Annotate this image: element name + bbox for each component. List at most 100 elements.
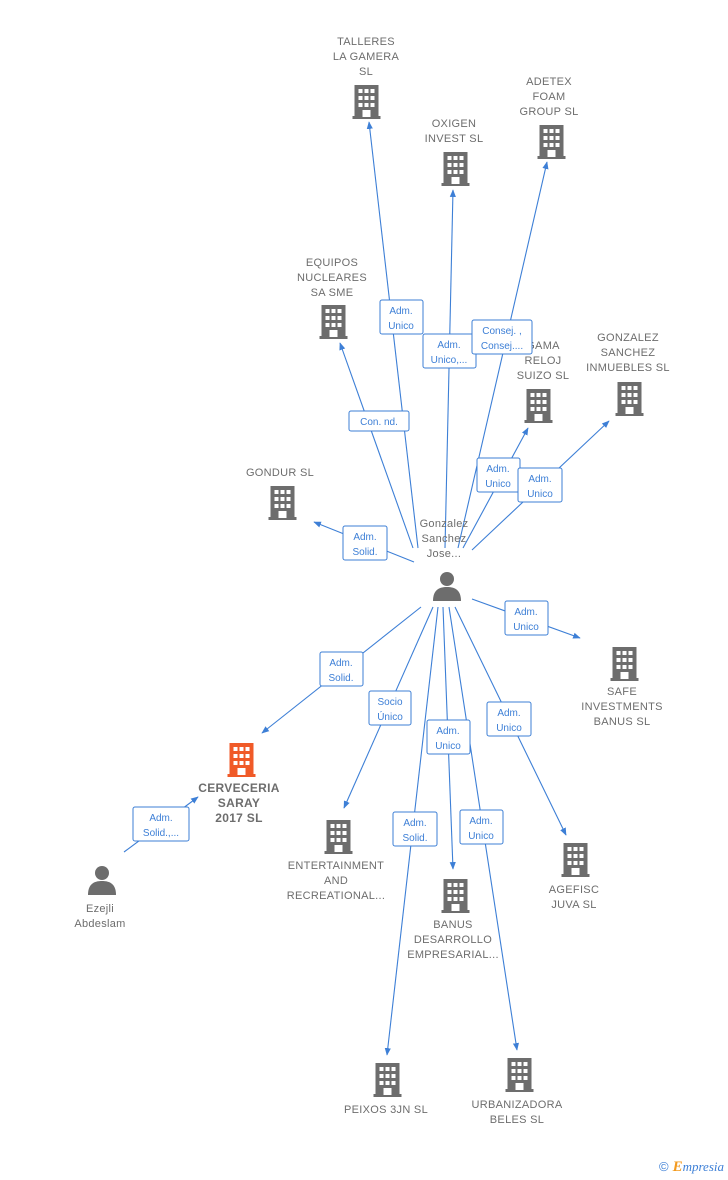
node-label-line: Jose... bbox=[427, 548, 462, 560]
company-node-safe[interactable]: SAFE INVESTMENTS BANUS SL bbox=[581, 647, 663, 728]
node-label-line: EQUIPOS bbox=[306, 257, 358, 269]
node-label-line: INMUEBLES SL bbox=[586, 362, 670, 374]
person-node-ezejli[interactable]: Ezejli Abdeslam bbox=[74, 866, 125, 930]
brand-logo-text: mpresia bbox=[682, 1159, 724, 1174]
node-label-line: RECREATIONAL... bbox=[287, 890, 385, 902]
edge-label-banus[interactable]: Adm. Unico bbox=[426, 719, 471, 755]
edge-label-line: Solid. bbox=[352, 547, 377, 558]
edge-label-entertainment[interactable]: Socio Único bbox=[368, 690, 412, 726]
node-label-line: SL bbox=[359, 66, 373, 78]
edge-label-gama[interactable]: Adm. Unico bbox=[476, 457, 521, 493]
node-label-line: INVEST SL bbox=[425, 133, 484, 145]
edge-label-gonzalez[interactable]: Adm. Unico bbox=[517, 467, 563, 503]
node-label-line: AGEFISC bbox=[549, 884, 599, 896]
node-label-line: ADETEX bbox=[526, 76, 572, 88]
node-label-line: SARAY bbox=[218, 796, 260, 810]
brand-logo-initial: E bbox=[672, 1159, 683, 1175]
node-label-line: Ezejli bbox=[86, 903, 114, 915]
edge-line-oxigen bbox=[444, 189, 456, 549]
edge-label-line: Adm. bbox=[486, 464, 509, 475]
company-node-agefisc[interactable]: AGEFISC JUVA SL bbox=[549, 843, 599, 911]
edge-label-line: Adm. bbox=[149, 813, 172, 824]
node-label-line: GAMA bbox=[526, 340, 560, 352]
building-icon bbox=[505, 1058, 534, 1092]
edge-label-line: Unico bbox=[468, 831, 494, 842]
node-label-line: GONZALEZ bbox=[597, 332, 659, 344]
building-icon bbox=[324, 820, 353, 854]
node-label-line: INVESTMENTS bbox=[581, 701, 663, 713]
company-node-cerveceria[interactable]: CERVECERIA SARAY 2017 SL bbox=[198, 743, 279, 825]
edge-label-line: Adm. bbox=[353, 532, 376, 543]
node-label-line: Abdeslam bbox=[74, 918, 125, 930]
edge-label-peixos[interactable]: Adm. Solid. bbox=[392, 811, 438, 847]
building-icon bbox=[524, 389, 553, 423]
company-node-urbanizadora[interactable]: URBANIZADORA BELES SL bbox=[472, 1058, 563, 1126]
company-node-oxigen[interactable]: OXIGEN INVEST SL bbox=[425, 118, 484, 186]
company-node-gama[interactable]: GAMA RELOJ SUIZO SL bbox=[517, 340, 570, 423]
company-node-entertainment[interactable]: ENTERTAINMENT AND RECREATIONAL... bbox=[287, 820, 385, 902]
node-label-line: Sanchez bbox=[422, 533, 467, 545]
edge-line-equipos bbox=[339, 342, 414, 549]
edge-label-line: Adm. bbox=[437, 340, 460, 351]
edge-label-ezejli-cerveceria[interactable]: Adm. Solid.,... bbox=[132, 806, 190, 842]
edge-label-urbanizadora[interactable]: Adm. Unico bbox=[459, 809, 504, 845]
edge-label-line: Adm. bbox=[436, 726, 459, 737]
company-node-adetex[interactable]: ADETEX FOAM GROUP SL bbox=[519, 76, 578, 159]
edge-label-line: Consej.... bbox=[481, 341, 523, 352]
company-node-gondur[interactable]: GONDUR SL bbox=[246, 467, 314, 520]
building-icon bbox=[319, 305, 348, 339]
edge-label-safe[interactable]: Adm. Unico bbox=[504, 600, 549, 636]
edge-label-line: Único bbox=[377, 710, 403, 723]
building-icon bbox=[615, 382, 644, 416]
edge-label-line: Unico bbox=[485, 479, 511, 490]
edge-line-adetex bbox=[457, 161, 549, 549]
edge-label-line: Solid. bbox=[402, 833, 427, 844]
edge-label-line: Socio bbox=[377, 697, 402, 708]
node-label-line: LA GAMERA bbox=[333, 51, 400, 63]
node-label-line: ENTERTAINMENT bbox=[288, 860, 384, 872]
brand-watermark: ©Empresia bbox=[659, 1159, 724, 1176]
node-label-line: FOAM bbox=[533, 91, 566, 103]
node-label-line: DESARROLLO bbox=[414, 934, 492, 946]
edge-label-cerveceria[interactable]: Adm. Solid. bbox=[319, 651, 364, 687]
company-node-peixos[interactable]: PEIXOS 3JN SL bbox=[344, 1063, 428, 1116]
edge-labels-layer: Adm. Unico Adm. Unico,... Consej. , Cons… bbox=[132, 299, 563, 847]
node-label-line: SAFE bbox=[607, 686, 637, 698]
company-node-banus[interactable]: BANUS DESARROLLO EMPRESARIAL... bbox=[407, 879, 499, 961]
edge-label-line: Solid.,... bbox=[143, 828, 179, 839]
edge-label-gondur[interactable]: Adm. Solid. bbox=[342, 525, 388, 561]
node-label-line: GROUP SL bbox=[519, 106, 578, 118]
copyright-symbol: © bbox=[658, 1159, 669, 1174]
edge-label-equipos[interactable]: Con. nd. bbox=[348, 410, 410, 432]
node-label-line: BANUS bbox=[433, 919, 472, 931]
edge-label-line: Adm. bbox=[329, 658, 352, 669]
edge-label-line: Con. nd. bbox=[360, 417, 398, 428]
node-label-line: CERVECERIA bbox=[198, 781, 279, 795]
node-label-line: OXIGEN bbox=[432, 118, 477, 130]
building-icon bbox=[352, 85, 381, 119]
node-label-line: Gonzalez bbox=[420, 518, 469, 530]
building-icon bbox=[441, 879, 470, 913]
building-icon bbox=[227, 743, 256, 777]
company-node-equipos[interactable]: EQUIPOS NUCLEARES SA SME bbox=[297, 257, 367, 339]
edge-line-talleres bbox=[366, 121, 419, 549]
edge-label-agefisc[interactable]: Adm. Unico bbox=[486, 701, 532, 737]
edge-label-talleres[interactable]: Adm. Unico bbox=[379, 299, 424, 335]
node-label-line: JUVA SL bbox=[551, 899, 596, 911]
edges-layer bbox=[123, 121, 610, 1056]
edge-label-oxigen[interactable]: Adm. Unico,... bbox=[422, 333, 477, 369]
node-label-line: BELES SL bbox=[490, 1114, 544, 1126]
edge-label-line: Adm. bbox=[403, 818, 426, 829]
edge-label-line: Adm. bbox=[528, 474, 551, 485]
edge-label-adetex[interactable]: Consej. , Consej.... bbox=[471, 319, 533, 355]
edge-label-line: Unico bbox=[435, 741, 461, 752]
edge-label-line: Consej. , bbox=[482, 326, 521, 337]
company-node-talleres[interactable]: TALLERES LA GAMERA SL bbox=[333, 36, 400, 119]
company-node-gonzalez[interactable]: GONZALEZ SANCHEZ INMUEBLES SL bbox=[586, 332, 670, 416]
node-label-line: RELOJ bbox=[525, 355, 562, 367]
node-label-line: BANUS SL bbox=[594, 716, 651, 728]
person-node-center[interactable]: Gonzalez Sanchez Jose... bbox=[420, 518, 469, 601]
node-label-line: AND bbox=[324, 875, 348, 887]
edge-label-line: Unico,... bbox=[431, 355, 468, 366]
